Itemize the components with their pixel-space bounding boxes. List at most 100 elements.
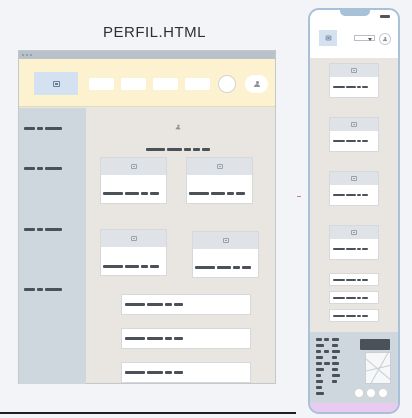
placeholder-text-bar <box>37 167 43 170</box>
placeholder-text-bar <box>146 148 165 151</box>
placeholder-text-bar <box>227 192 234 195</box>
logo[interactable] <box>34 72 78 95</box>
list-item[interactable] <box>121 294 251 315</box>
social-icon[interactable] <box>354 388 364 398</box>
placeholder-text-bar <box>362 194 368 196</box>
placeholder-text-bar <box>362 248 368 250</box>
placeholder-text-bar <box>332 356 337 359</box>
profile-name <box>146 148 216 152</box>
image-icon <box>130 164 137 169</box>
social-icon[interactable] <box>378 388 388 398</box>
placeholder-text-bar <box>202 148 210 151</box>
placeholder-text-bar <box>211 192 225 195</box>
placeholder-text-bar <box>357 140 361 142</box>
placeholder-text-bar <box>165 337 172 340</box>
placeholder-text-bar <box>332 338 339 341</box>
placeholder-text-bar <box>362 140 368 142</box>
placeholder-text-bar <box>125 192 139 195</box>
placeholder-text-bar <box>147 371 163 374</box>
content-card[interactable] <box>186 157 253 204</box>
placeholder-text-bar <box>332 350 340 353</box>
window-dot <box>30 54 32 56</box>
content-card[interactable] <box>192 231 259 278</box>
placeholder-text-bar <box>346 248 356 250</box>
content-card[interactable] <box>100 157 167 204</box>
placeholder-text-bar <box>324 350 329 353</box>
sidebar-item[interactable] <box>24 167 64 171</box>
placeholder-text-bar <box>346 194 356 196</box>
placeholder-text-bar <box>37 288 43 291</box>
nav-button[interactable] <box>153 78 178 90</box>
placeholder-text-bar <box>346 297 356 299</box>
content-card[interactable] <box>329 117 379 152</box>
mobile-wireframe <box>308 8 400 414</box>
content-card[interactable] <box>329 225 379 260</box>
desktop-wireframe <box>18 50 276 384</box>
list-item[interactable] <box>329 291 379 304</box>
circle-button[interactable] <box>218 75 236 93</box>
placeholder-text-bar <box>37 127 43 130</box>
placeholder-text-bar <box>346 86 356 88</box>
placeholder-text-bar <box>167 148 182 151</box>
user-icon <box>253 81 260 87</box>
placeholder-text-bar <box>103 265 123 268</box>
nav-button[interactable] <box>121 78 146 90</box>
placeholder-text-bar <box>45 127 62 130</box>
list-item[interactable] <box>121 328 251 349</box>
placeholder-text-bar <box>125 303 145 306</box>
placeholder-text-bar <box>357 248 361 250</box>
placeholder-text-bar <box>332 380 337 383</box>
placeholder-text-bar <box>147 337 163 340</box>
image-icon <box>351 68 357 73</box>
map-placeholder[interactable] <box>365 352 391 384</box>
avatar[interactable] <box>379 33 391 45</box>
nav-button[interactable] <box>89 78 114 90</box>
sidebar-item[interactable] <box>24 288 64 292</box>
profile-avatar <box>174 123 182 131</box>
list-item[interactable] <box>329 309 379 322</box>
content-card[interactable] <box>100 229 167 276</box>
placeholder-text-bar <box>24 167 35 170</box>
image-icon <box>216 164 223 169</box>
list-item[interactable] <box>329 273 379 286</box>
placeholder-text-bar <box>332 362 339 365</box>
placeholder-text-bar <box>24 228 35 231</box>
placeholder-text-bar <box>316 338 322 341</box>
placeholder-text-bar <box>333 248 345 250</box>
mobile-header <box>310 26 398 58</box>
image-icon <box>351 230 357 235</box>
placeholder-text-bar <box>150 265 159 268</box>
avatar[interactable] <box>245 75 268 93</box>
placeholder-text-bar <box>333 86 345 88</box>
placeholder-text-bar <box>141 192 148 195</box>
placeholder-text-bar <box>174 337 183 340</box>
placeholder-text-bar <box>174 303 183 306</box>
placeholder-text-bar <box>357 315 361 317</box>
placeholder-text-bar <box>165 371 172 374</box>
logo[interactable] <box>319 30 337 46</box>
social-icon[interactable] <box>366 388 376 398</box>
sidebar-item[interactable] <box>24 127 64 131</box>
mobile-footer <box>310 332 398 404</box>
placeholder-text-bar <box>45 288 62 291</box>
placeholder-text-bar <box>174 371 183 374</box>
card-image <box>330 64 378 77</box>
nav-button[interactable] <box>185 78 210 90</box>
placeholder-text-bar <box>150 192 159 195</box>
menu-select[interactable] <box>354 35 375 41</box>
card-image <box>330 118 378 131</box>
content-card[interactable] <box>329 171 379 206</box>
placeholder-text-bar <box>125 337 145 340</box>
placeholder-text-bar <box>346 140 356 142</box>
signal-icon <box>380 15 390 18</box>
sidebar-item[interactable] <box>24 228 64 232</box>
footer-strip <box>310 403 398 412</box>
placeholder-text-bar <box>316 350 321 353</box>
image-icon <box>130 236 137 241</box>
placeholder-text-bar <box>24 127 35 130</box>
placeholder-text-bar <box>125 265 139 268</box>
content-card[interactable] <box>329 63 379 98</box>
placeholder-text-bar <box>357 279 361 281</box>
list-item[interactable] <box>121 362 251 383</box>
placeholder-text-bar <box>316 374 321 377</box>
